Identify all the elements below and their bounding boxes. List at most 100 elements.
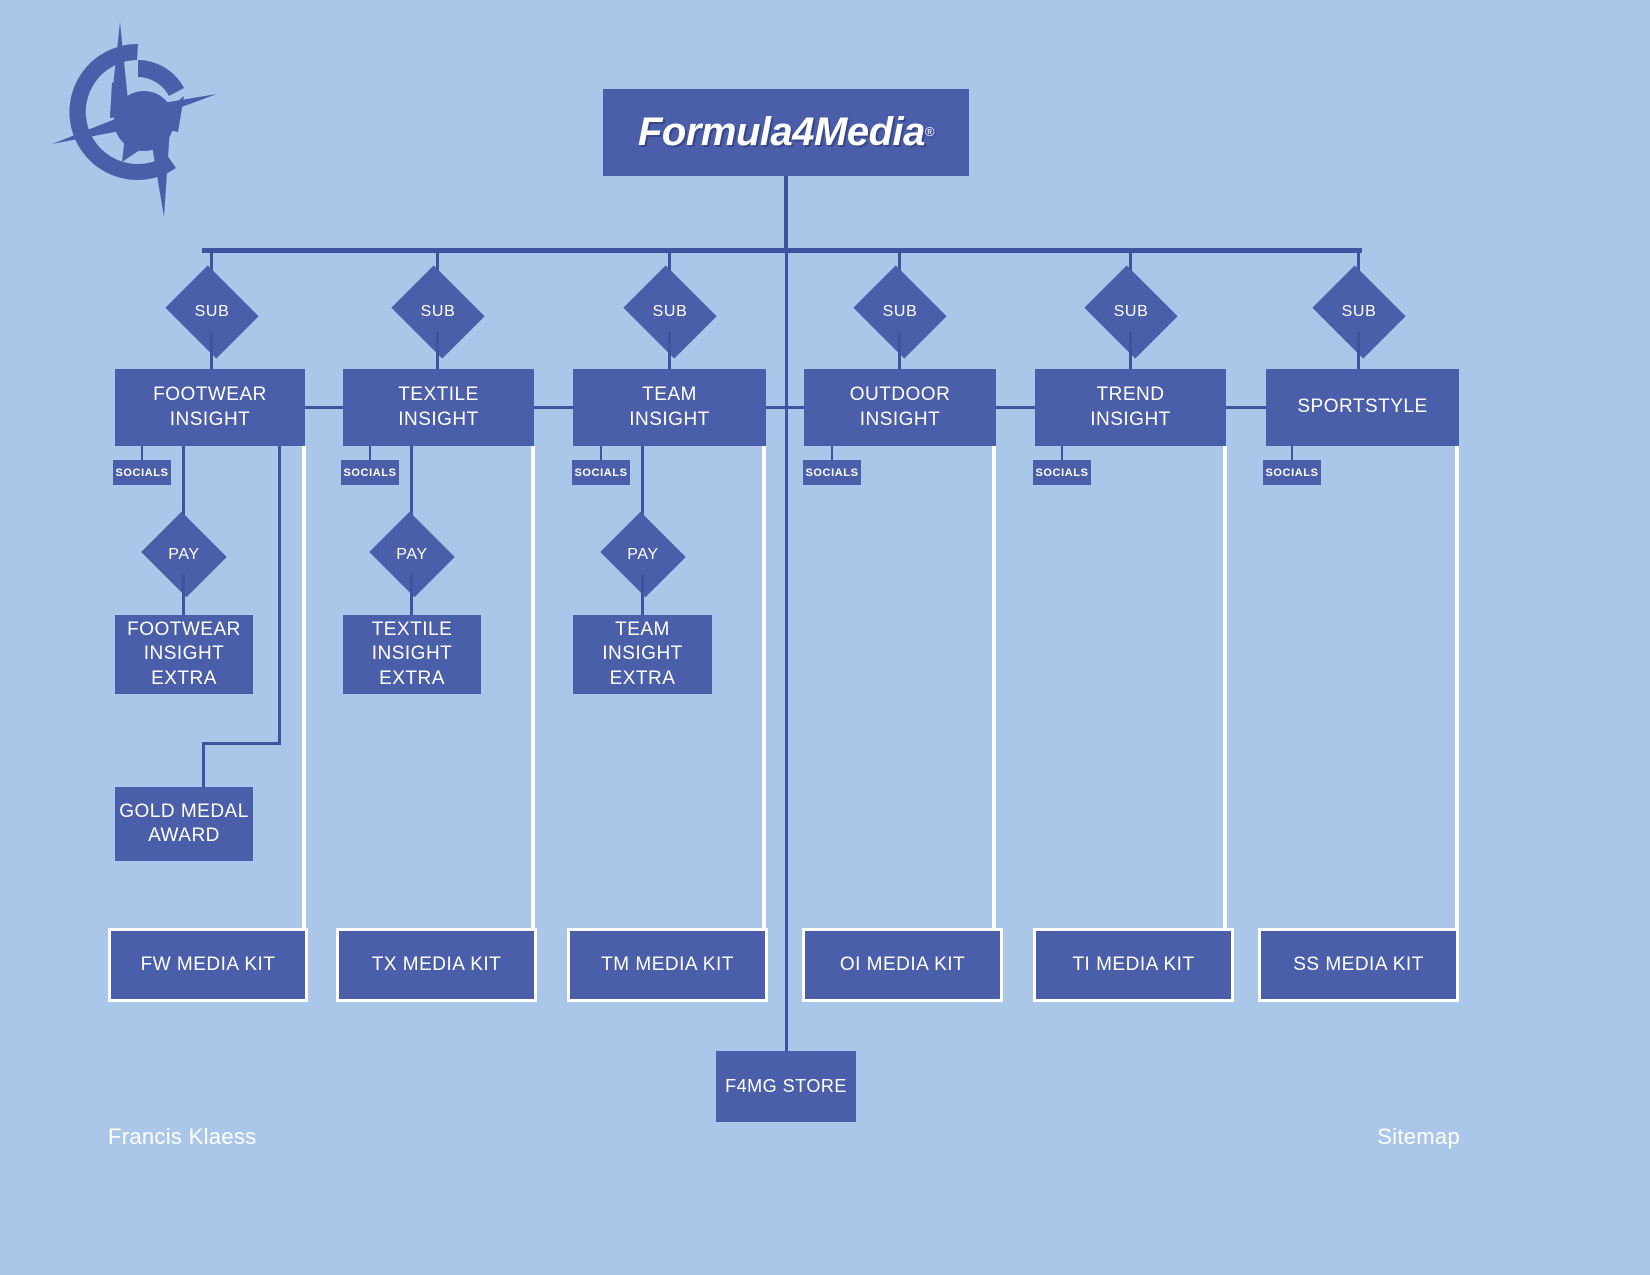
socials-label: SOCIALS <box>805 466 859 479</box>
gate-label: PAY <box>627 545 659 563</box>
socials-label: SOCIALS <box>1265 466 1319 479</box>
gate-label: SUB <box>420 303 456 320</box>
node-trend-insight[interactable]: TREND INSIGHT <box>1035 369 1226 446</box>
connector-sub-to-team <box>668 332 671 370</box>
node-team-insight[interactable]: TEAM INSIGHT <box>573 369 766 446</box>
node-label: TM MEDIA KIT <box>601 953 734 975</box>
node-team-insight-extra[interactable]: TEAM INSIGHT EXTRA <box>573 615 712 694</box>
node-socials-textile[interactable]: SOCIALS <box>341 460 399 485</box>
connector-textile-to-pay <box>410 446 413 526</box>
connector-media-kit-sportstyle <box>1455 446 1459 930</box>
node-label: TEXTILE INSIGHT <box>398 384 479 430</box>
gate-pay-team[interactable]: PAY <box>600 511 686 598</box>
gate-sub-footwear[interactable]: SUB <box>165 265 259 359</box>
connector-media-kit-outdoor <box>992 446 996 930</box>
node-textile-insight[interactable]: TEXTILE INSIGHT <box>343 369 534 446</box>
gate-sub-textile[interactable]: SUB <box>391 265 485 359</box>
connector-sibling-footwear-textile <box>304 406 344 409</box>
gate-sub-sportstyle[interactable]: SUB <box>1312 265 1406 359</box>
trademark-symbol: ® <box>924 124 935 140</box>
node-footwear-insight[interactable]: FOOTWEAR INSIGHT <box>115 369 305 446</box>
root-title: Formula4Media <box>638 109 925 154</box>
node-fw-media-kit[interactable]: FW MEDIA KIT <box>108 928 308 1002</box>
connector-sub-to-trend <box>1129 332 1132 370</box>
node-oi-media-kit[interactable]: OI MEDIA KIT <box>802 928 1003 1002</box>
connector-sportstyle-socials <box>1291 446 1293 461</box>
connector-sibling-team-outdoor <box>765 406 805 409</box>
node-tm-media-kit[interactable]: TM MEDIA KIT <box>567 928 768 1002</box>
node-label: FOOTWEAR INSIGHT <box>153 384 267 430</box>
node-label: GOLD MEDAL AWARD <box>119 800 249 846</box>
root-node-formula4media[interactable]: Formula4Media® <box>603 89 969 176</box>
connector-sibling-outdoor-trend <box>995 406 1036 409</box>
connector-media-kit-trend <box>1223 446 1227 930</box>
connector-media-kit-textile <box>531 446 535 930</box>
connector-sub-to-sportstyle <box>1357 332 1360 370</box>
node-footwear-insight-extra[interactable]: FOOTWEAR INSIGHT EXTRA <box>115 615 253 694</box>
node-label: SS MEDIA KIT <box>1293 953 1424 975</box>
node-label: TREND INSIGHT <box>1090 384 1171 430</box>
node-sportstyle[interactable]: SPORTSTYLE <box>1266 369 1459 446</box>
connector-trend-socials <box>1061 446 1063 461</box>
connector-award-vertical-b <box>202 742 205 790</box>
connector-root-to-store <box>785 252 788 1052</box>
gate-label: SUB <box>652 303 688 320</box>
connector-media-kit-team <box>762 446 766 930</box>
node-label: TEXTILE INSIGHT EXTRA <box>371 619 453 689</box>
node-label: SPORTSTYLE <box>1297 396 1428 418</box>
gate-label: PAY <box>168 545 200 563</box>
connector-sub-to-textile <box>436 332 439 370</box>
node-tx-media-kit[interactable]: TX MEDIA KIT <box>336 928 537 1002</box>
connector-root-stem <box>784 176 788 252</box>
node-label: TI MEDIA KIT <box>1072 953 1195 975</box>
node-label: TEAM INSIGHT EXTRA <box>602 619 683 689</box>
node-ss-media-kit[interactable]: SS MEDIA KIT <box>1258 928 1459 1002</box>
connector-textile-socials <box>369 446 371 461</box>
connector-outdoor-socials <box>831 446 833 461</box>
connector-pay-to-team-extra <box>641 574 644 616</box>
connector-footwear-socials <box>141 446 143 461</box>
gate-sub-outdoor[interactable]: SUB <box>853 265 947 359</box>
connector-award-horizontal <box>202 742 281 745</box>
footer-author: Francis Klaess <box>108 1124 256 1150</box>
connector-award-vertical-a <box>278 446 281 744</box>
node-label: F4MG STORE <box>725 1075 847 1096</box>
gate-sub-trend[interactable]: SUB <box>1084 265 1178 359</box>
node-textile-insight-extra[interactable]: TEXTILE INSIGHT EXTRA <box>343 615 481 694</box>
socials-label: SOCIALS <box>1035 466 1089 479</box>
node-socials-trend[interactable]: SOCIALS <box>1033 460 1091 485</box>
node-label: FW MEDIA KIT <box>140 953 276 975</box>
node-socials-outdoor[interactable]: SOCIALS <box>803 460 861 485</box>
node-socials-sportstyle[interactable]: SOCIALS <box>1263 460 1321 485</box>
socials-label: SOCIALS <box>115 466 169 479</box>
node-socials-team[interactable]: SOCIALS <box>572 460 630 485</box>
node-ti-media-kit[interactable]: TI MEDIA KIT <box>1033 928 1234 1002</box>
compass-rose-c-logo <box>52 22 217 217</box>
node-f4mg-store[interactable]: F4MG STORE <box>716 1051 856 1122</box>
socials-label: SOCIALS <box>343 466 397 479</box>
connector-sub-to-footwear <box>210 332 213 370</box>
gate-label: SUB <box>1113 303 1149 320</box>
gate-label: SUB <box>194 303 230 320</box>
connector-media-kit-footwear <box>302 446 306 930</box>
gate-pay-textile[interactable]: PAY <box>369 511 455 598</box>
connector-pay-to-footwear-extra <box>182 574 185 616</box>
node-socials-footwear[interactable]: SOCIALS <box>113 460 171 485</box>
connector-top-bus <box>202 248 1362 253</box>
connector-sibling-textile-team <box>533 406 575 409</box>
node-label: TEAM INSIGHT <box>629 384 710 430</box>
gate-label: SUB <box>1341 303 1377 320</box>
footer-author-label: Francis Klaess <box>108 1124 257 1149</box>
node-gold-medal-award[interactable]: GOLD MEDAL AWARD <box>115 787 253 861</box>
node-outdoor-insight[interactable]: OUTDOOR INSIGHT <box>804 369 996 446</box>
gate-pay-footwear[interactable]: PAY <box>141 511 227 598</box>
connector-sub-to-outdoor <box>898 332 901 370</box>
gate-label: SUB <box>882 303 918 320</box>
footer-title-label: Sitemap <box>1377 1124 1460 1149</box>
gate-sub-team[interactable]: SUB <box>623 265 717 359</box>
connector-footwear-to-pay <box>182 446 185 526</box>
connector-pay-to-textile-extra <box>410 574 413 616</box>
footer-title: Sitemap <box>1377 1124 1460 1150</box>
gate-label: PAY <box>396 545 428 563</box>
